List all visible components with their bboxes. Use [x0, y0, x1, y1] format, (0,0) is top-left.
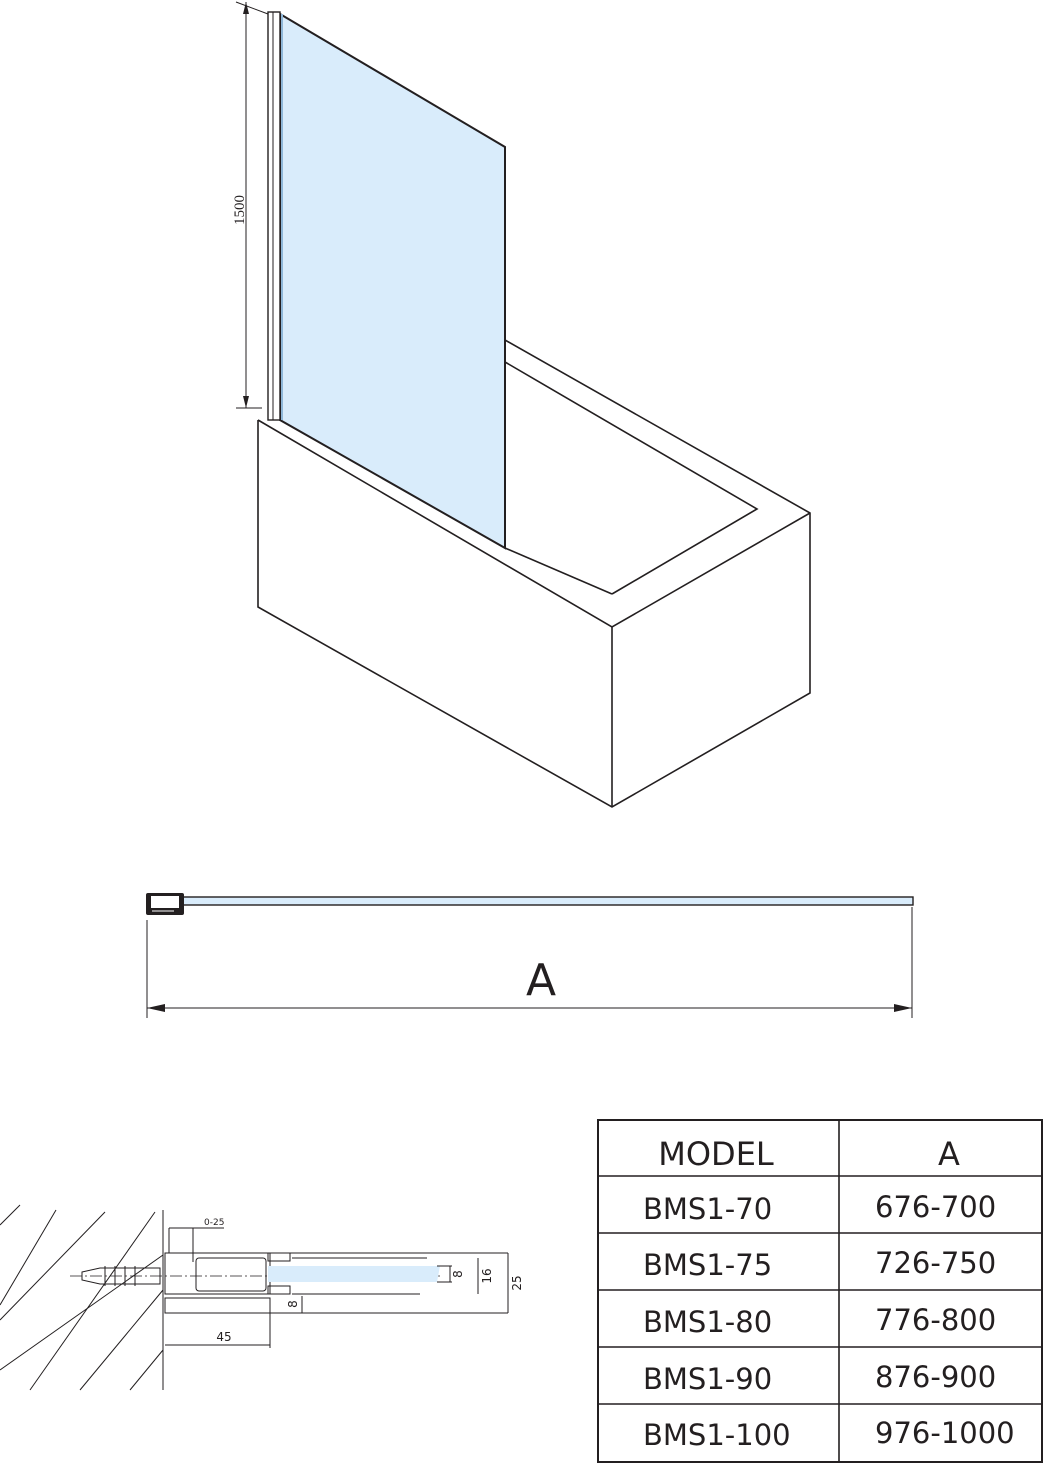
adjust-label: 0-25 [204, 1218, 224, 1228]
width-label: A [526, 955, 556, 1006]
model-table: MODEL A BMS1-70 676-700 BMS1-75 726-750 … [597, 1119, 1043, 1463]
row-a: 876-900 [875, 1360, 996, 1394]
row-model: BMS1-90 [643, 1362, 772, 1396]
row-model: BMS1-80 [643, 1305, 772, 1339]
row-a: 776-800 [875, 1303, 996, 1337]
profile-label: 25 [510, 1275, 524, 1290]
depth-label: 45 [216, 1330, 231, 1344]
offset-label: 8 [286, 1300, 300, 1308]
row-model: BMS1-100 [643, 1418, 791, 1452]
profile-detail: 0-25 45 8 16 25 8 [0, 1204, 524, 1391]
row-a: 726-750 [875, 1246, 996, 1280]
height-dimension: 1500 [232, 1, 269, 409]
plan-view: A [146, 893, 914, 1018]
clamp-label: 16 [480, 1268, 494, 1283]
row-a: 676-700 [875, 1190, 996, 1224]
row-a: 976-1000 [875, 1416, 1015, 1450]
bathtub [257, 339, 811, 808]
row-model: BMS1-70 [643, 1192, 772, 1226]
glass-panel [267, 11, 506, 550]
header-model: MODEL [658, 1135, 774, 1173]
height-label: 1500 [232, 195, 248, 225]
header-a: A [938, 1135, 960, 1173]
row-model: BMS1-75 [643, 1248, 772, 1282]
glass-label: 8 [451, 1270, 465, 1278]
